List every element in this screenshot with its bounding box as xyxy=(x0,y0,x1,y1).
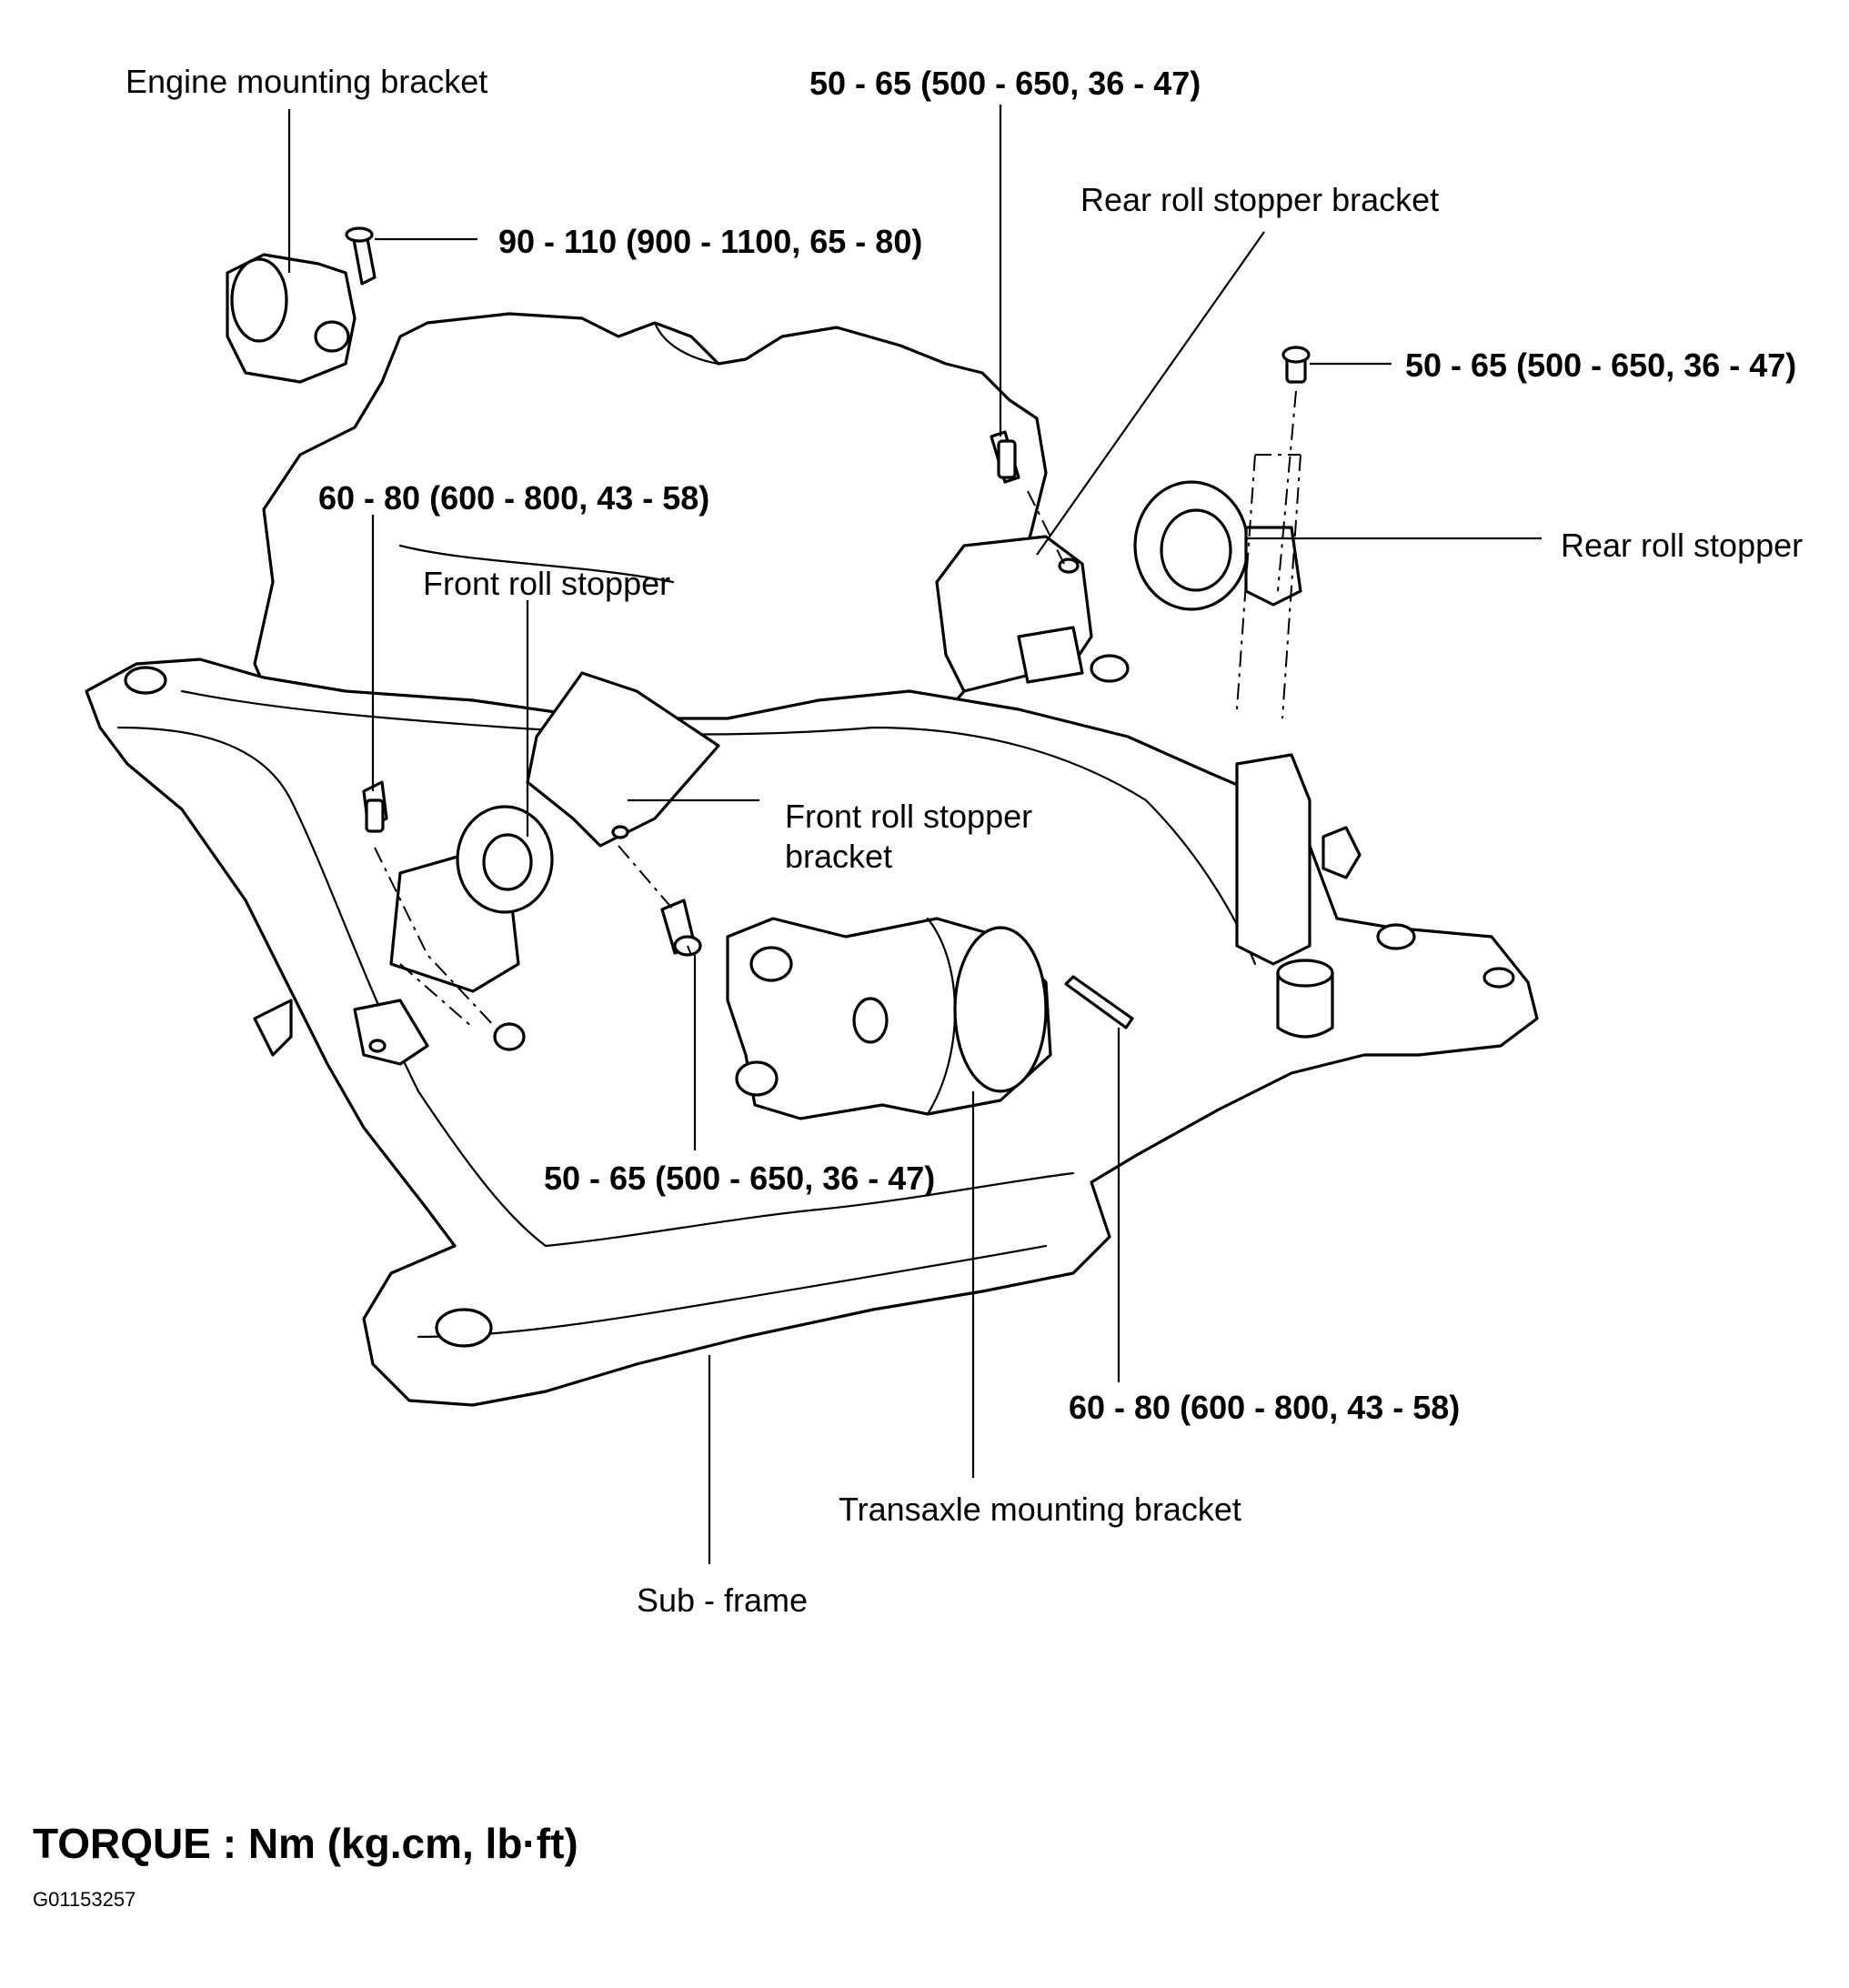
front-roll-stopper-bracket-label-line1: Front roll stopper xyxy=(785,798,1033,835)
leader-lines xyxy=(287,105,1542,1564)
front-roll-stopper-label: Front roll stopper xyxy=(423,565,671,602)
rear-roll-stopper-drawing xyxy=(935,346,1311,719)
transaxle-mounting-bracket-label: Transaxle mounting bracket xyxy=(839,1491,1241,1528)
front-roll-stopper-bracket-label-line2: bracket xyxy=(785,838,893,875)
engine-mounting-bracket-label: Engine mounting bracket xyxy=(126,63,488,100)
engine-bracket-drawing xyxy=(226,226,377,384)
rear-roll-stopper-label: Rear roll stopper xyxy=(1561,527,1804,564)
sub-frame-label: Sub - frame xyxy=(637,1581,809,1619)
figure-id: G01153257 xyxy=(33,1888,136,1911)
transaxle-bracket-drawing xyxy=(726,917,1134,1120)
torque-units-legend: TORQUE : Nm (kg.cm, lb·ft) xyxy=(33,1820,578,1867)
engine-bracket-bolt-torque: 90 - 110 (900 - 1100, 65 - 80) xyxy=(498,223,923,260)
transaxle-bracket-bolt-torque: 50 - 65 (500 - 650, 36 - 47) xyxy=(544,1160,936,1197)
top-center-bolt-torque: 50 - 65 (500 - 650, 36 - 47) xyxy=(809,65,1201,102)
rear-roll-stopper-bracket-label: Rear roll stopper bracket xyxy=(1080,181,1440,218)
rear-roll-stopper-bolt-torque: 50 - 65 (500 - 650, 36 - 47) xyxy=(1405,346,1797,384)
subframe-rear-bolt-torque: 60 - 80 (600 - 800, 43 - 58) xyxy=(1069,1389,1461,1426)
front-roll-stopper-bolt-torque: 60 - 80 (600 - 800, 43 - 58) xyxy=(318,479,710,517)
